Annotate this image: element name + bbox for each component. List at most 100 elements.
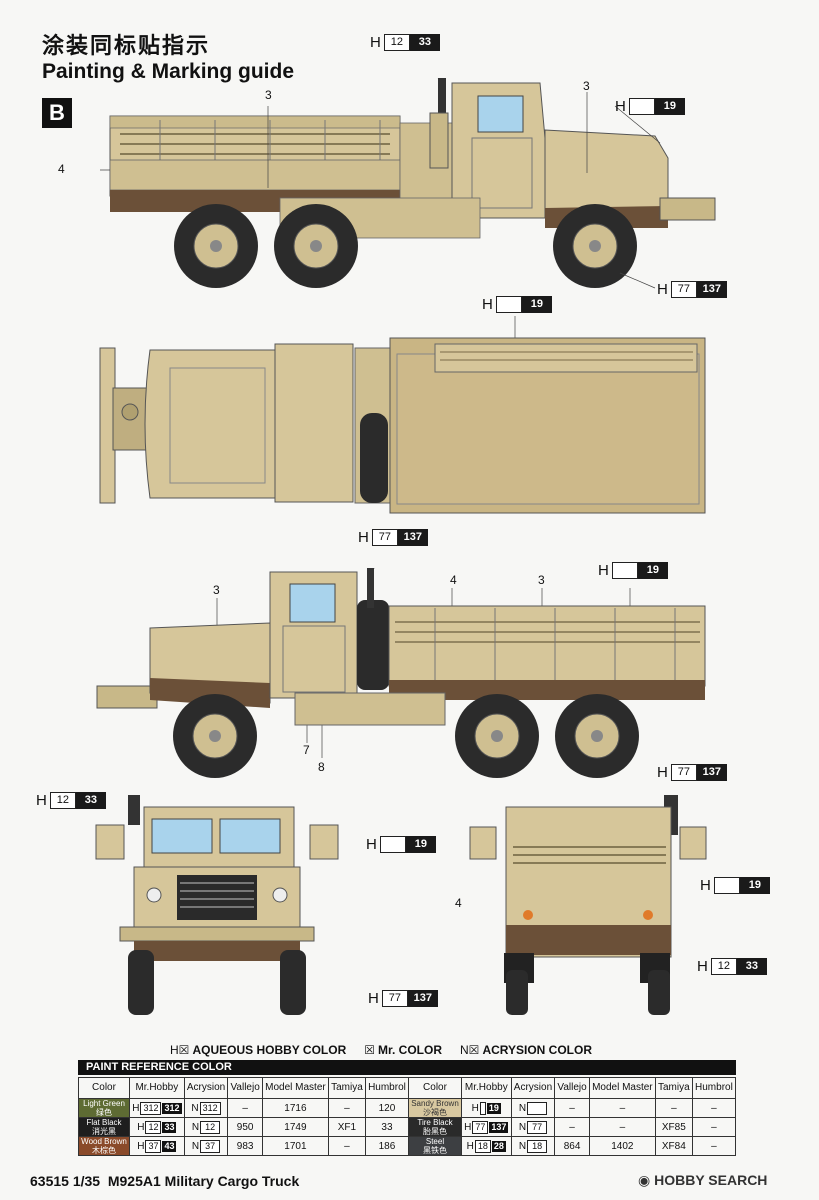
part-number-3: 3 — [213, 583, 220, 597]
table-header: Tamiya — [654, 1077, 693, 1099]
color-name-cn: 木棕色 — [92, 1146, 116, 1155]
part-number-4: 4 — [455, 896, 462, 910]
truck-front-view — [95, 795, 339, 1015]
table-header: Mr.Hobby — [129, 1077, 185, 1099]
paint-legend: H☒AQUEOUS HOBBY COLOR ☒Mr. COLOR N☒ACRYS… — [170, 1043, 593, 1057]
table-cell: 864 — [554, 1136, 590, 1156]
footer-product: 63515 1/35 M925A1 Military Cargo Truck — [30, 1173, 300, 1189]
color-name: Sandy Brown — [411, 1099, 459, 1108]
part-number-8: 8 — [318, 760, 325, 774]
color-name: Steel — [425, 1137, 445, 1146]
table-cell: 1402 — [588, 1136, 656, 1156]
color-name: Wood Brown — [81, 1137, 127, 1146]
table-header: Color — [77, 1077, 131, 1099]
color-name: Light Green — [83, 1099, 125, 1108]
table-cell: 186 — [364, 1136, 410, 1156]
color-name-cn: 绿色 — [96, 1108, 112, 1117]
table-cell: – — [227, 1098, 263, 1118]
table-cell: XF84 — [654, 1136, 693, 1156]
part-number-4: 4 — [450, 573, 457, 587]
page-title: Painting & Marking guide — [42, 60, 295, 83]
table-header: Acrysion — [510, 1077, 556, 1099]
table-header: Acrysion — [183, 1077, 229, 1099]
table-header: Humbrol — [691, 1077, 737, 1099]
truck-rear-view — [469, 795, 707, 1015]
color-name: Flat Black — [86, 1118, 122, 1127]
table-cell: 1749 — [261, 1117, 329, 1137]
table-cell: – — [691, 1098, 737, 1118]
truck-top-view — [99, 316, 706, 514]
table-header: Tamiya — [327, 1077, 366, 1099]
title-chinese: 涂装同标贴指示 — [42, 34, 211, 59]
table-cell: 950 — [227, 1117, 263, 1137]
color-name: Tire Black — [417, 1118, 453, 1127]
table-cell: – — [588, 1098, 656, 1118]
table-cell: 1716 — [261, 1098, 329, 1118]
table-cell: – — [554, 1117, 590, 1137]
table-cell: XF85 — [654, 1117, 693, 1137]
table-header: Color — [408, 1077, 462, 1099]
table-header: Model Master — [588, 1077, 656, 1099]
table-cell: 1701 — [261, 1136, 329, 1156]
table-cell: – — [691, 1117, 737, 1137]
color-name-cn: 消光黑 — [92, 1127, 116, 1136]
part-number-7: 7 — [303, 743, 310, 757]
table-cell: XF1 — [327, 1117, 366, 1137]
table-cell: – — [327, 1136, 366, 1156]
paint-reference-title: PAINT REFERENCE COLOR — [78, 1060, 736, 1075]
color-name-cn: 胎黑色 — [423, 1127, 447, 1136]
table-header: Mr.Hobby — [460, 1077, 512, 1099]
table-cell: – — [327, 1098, 366, 1118]
table-cell: 33 — [364, 1117, 410, 1137]
part-number-4: 4 — [58, 162, 65, 176]
scheme-badge: B — [42, 98, 72, 128]
table-header: Vallejo — [554, 1077, 590, 1099]
part-number-3: 3 — [583, 79, 590, 93]
table-header: Vallejo — [227, 1077, 263, 1099]
part-number-3: 3 — [538, 573, 545, 587]
table-cell: – — [588, 1117, 656, 1137]
color-name-cn: 黑铁色 — [423, 1146, 447, 1155]
table-header: Model Master — [261, 1077, 329, 1099]
table-cell: 120 — [364, 1098, 410, 1118]
watermark-logo: ◉ HOBBY SEARCH — [638, 1172, 768, 1188]
table-cell: 983 — [227, 1136, 263, 1156]
table-cell: – — [654, 1098, 693, 1118]
color-name-cn: 沙褐色 — [423, 1108, 447, 1117]
acrysion-code: N — [510, 1098, 556, 1118]
part-number-3: 3 — [265, 88, 272, 102]
truck-left-side-view — [100, 78, 716, 289]
